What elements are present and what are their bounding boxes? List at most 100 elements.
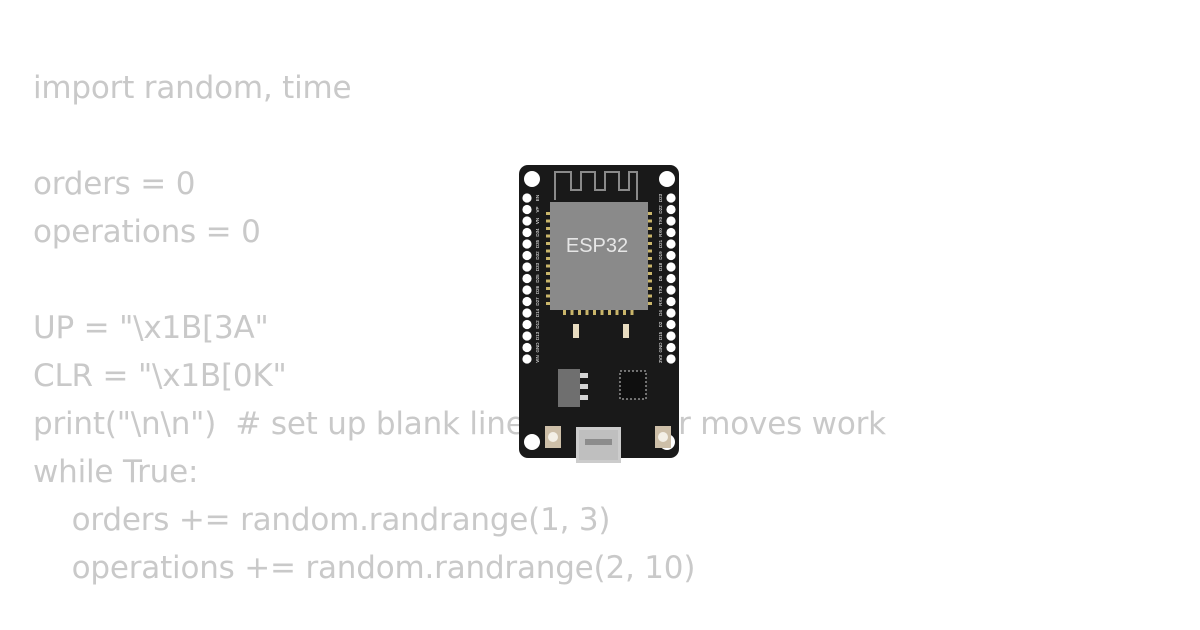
smd-resistor bbox=[573, 324, 579, 338]
pin-labels: ENVPVND34D35D32D33D25D26D27D14D12D13GNDV… bbox=[535, 193, 663, 363]
pin-label: D15 bbox=[658, 331, 663, 340]
pin-hole[interactable] bbox=[666, 216, 676, 226]
module-pad bbox=[647, 302, 652, 305]
esp32-module bbox=[550, 202, 648, 310]
module-pad bbox=[563, 309, 566, 315]
pin-label: D12 bbox=[535, 320, 540, 329]
module-pad bbox=[600, 309, 604, 315]
usb-serial-chip bbox=[619, 370, 647, 400]
pin-label: 3V3 bbox=[658, 355, 663, 364]
pin-label: VP bbox=[535, 206, 540, 212]
code-line: UP = "\x1B[3A" bbox=[33, 310, 269, 346]
pin-label: RX2 bbox=[658, 297, 663, 306]
module-pad bbox=[647, 264, 652, 268]
pin-label: D34 bbox=[535, 228, 540, 237]
pin-label: D2 bbox=[658, 321, 663, 327]
pin-hole[interactable] bbox=[522, 216, 532, 226]
reset-button[interactable] bbox=[545, 426, 561, 448]
pin-label: D32 bbox=[535, 251, 540, 260]
pin-label: D14 bbox=[535, 308, 540, 317]
module-pad bbox=[546, 249, 551, 253]
pin-hole[interactable] bbox=[522, 250, 532, 261]
boot-button[interactable] bbox=[655, 426, 671, 448]
module-pad bbox=[546, 212, 551, 215]
pin-label: RX0 bbox=[658, 228, 663, 237]
module-pads bbox=[546, 212, 652, 315]
mounting-hole bbox=[524, 434, 540, 450]
pin-label: GND bbox=[658, 342, 663, 353]
pin-hole[interactable] bbox=[522, 342, 532, 353]
pin-hole[interactable] bbox=[522, 273, 532, 284]
module-pad bbox=[630, 309, 634, 315]
pin-hole[interactable] bbox=[522, 227, 532, 238]
pin-hole[interactable] bbox=[666, 250, 676, 261]
pin-hole[interactable] bbox=[666, 273, 676, 284]
pin-label: GND bbox=[535, 342, 540, 353]
pin-hole[interactable] bbox=[522, 285, 532, 295]
pin-hole[interactable] bbox=[666, 308, 676, 318]
chip-label: ESP32 bbox=[566, 235, 628, 257]
micro-usb-port[interactable] bbox=[576, 427, 621, 463]
pin-hole[interactable] bbox=[666, 331, 676, 341]
module-pad bbox=[546, 219, 551, 223]
pin-hole[interactable] bbox=[522, 204, 532, 215]
pin-label: TX0 bbox=[658, 216, 663, 225]
esp32-board[interactable]: ENVPVND34D35D32D33D25D26D27D14D12D13GNDV… bbox=[519, 164, 680, 464]
pin-hole[interactable] bbox=[666, 354, 676, 364]
module-pad bbox=[623, 309, 626, 315]
pin-label: D33 bbox=[535, 262, 540, 271]
regulator-lead bbox=[580, 395, 588, 400]
pin-hole[interactable] bbox=[522, 308, 532, 318]
code-line: print("\n\n") # set up blank lines so cu… bbox=[33, 406, 886, 442]
antenna-trace bbox=[554, 171, 638, 200]
pin-hole[interactable] bbox=[666, 319, 676, 330]
module-pad bbox=[647, 279, 652, 283]
pin-hole[interactable] bbox=[522, 193, 532, 203]
pin-hole[interactable] bbox=[666, 239, 676, 249]
module-pad bbox=[593, 309, 596, 315]
pin-hole[interactable] bbox=[666, 262, 676, 272]
pin-hole[interactable] bbox=[666, 296, 676, 307]
code-line: orders = 0 bbox=[33, 166, 196, 202]
module-pad bbox=[647, 227, 652, 230]
smd-resistor bbox=[623, 324, 629, 338]
pin-hole[interactable] bbox=[522, 262, 532, 272]
pin-hole[interactable] bbox=[666, 342, 676, 353]
pin-hole[interactable] bbox=[666, 204, 676, 215]
code-line: CLR = "\x1B[0K" bbox=[33, 358, 287, 394]
pin-label: VN bbox=[535, 218, 540, 224]
pin-label: D19 bbox=[658, 251, 663, 260]
pin-hole[interactable] bbox=[522, 331, 532, 341]
regulator-lead bbox=[580, 373, 588, 378]
pin-label: D4 bbox=[658, 310, 663, 316]
module-pad bbox=[647, 287, 652, 290]
pin-hole[interactable] bbox=[522, 239, 532, 249]
module-pad bbox=[647, 242, 652, 245]
pin-hole[interactable] bbox=[522, 296, 532, 307]
module-pad bbox=[546, 272, 551, 275]
pin-hole[interactable] bbox=[666, 285, 676, 295]
pin-label: D18 bbox=[658, 262, 663, 271]
mounting-hole bbox=[659, 171, 675, 187]
pin-label: D26 bbox=[535, 285, 540, 294]
pin-hole[interactable] bbox=[522, 354, 532, 364]
module-pad bbox=[647, 234, 652, 238]
pin-label: D21 bbox=[658, 239, 663, 248]
module-pad bbox=[647, 272, 652, 275]
pin-hole[interactable] bbox=[522, 319, 532, 330]
pin-label: EN bbox=[535, 195, 540, 201]
pin-hole[interactable] bbox=[666, 227, 676, 238]
module-pad bbox=[546, 227, 551, 230]
code-line: orders += random.randrange(1, 3) bbox=[33, 502, 611, 538]
pin-hole[interactable] bbox=[666, 193, 676, 203]
module-pad bbox=[615, 309, 619, 315]
voltage-regulator bbox=[558, 369, 580, 407]
code-line: import random, time bbox=[33, 70, 352, 106]
pin-label: D35 bbox=[535, 239, 540, 248]
mounting-hole bbox=[524, 171, 540, 187]
pin-label: TX2 bbox=[658, 285, 663, 294]
module-pad bbox=[647, 294, 652, 298]
code-line: operations = 0 bbox=[33, 214, 261, 250]
module-pad bbox=[546, 264, 551, 268]
module-pad bbox=[546, 287, 551, 290]
